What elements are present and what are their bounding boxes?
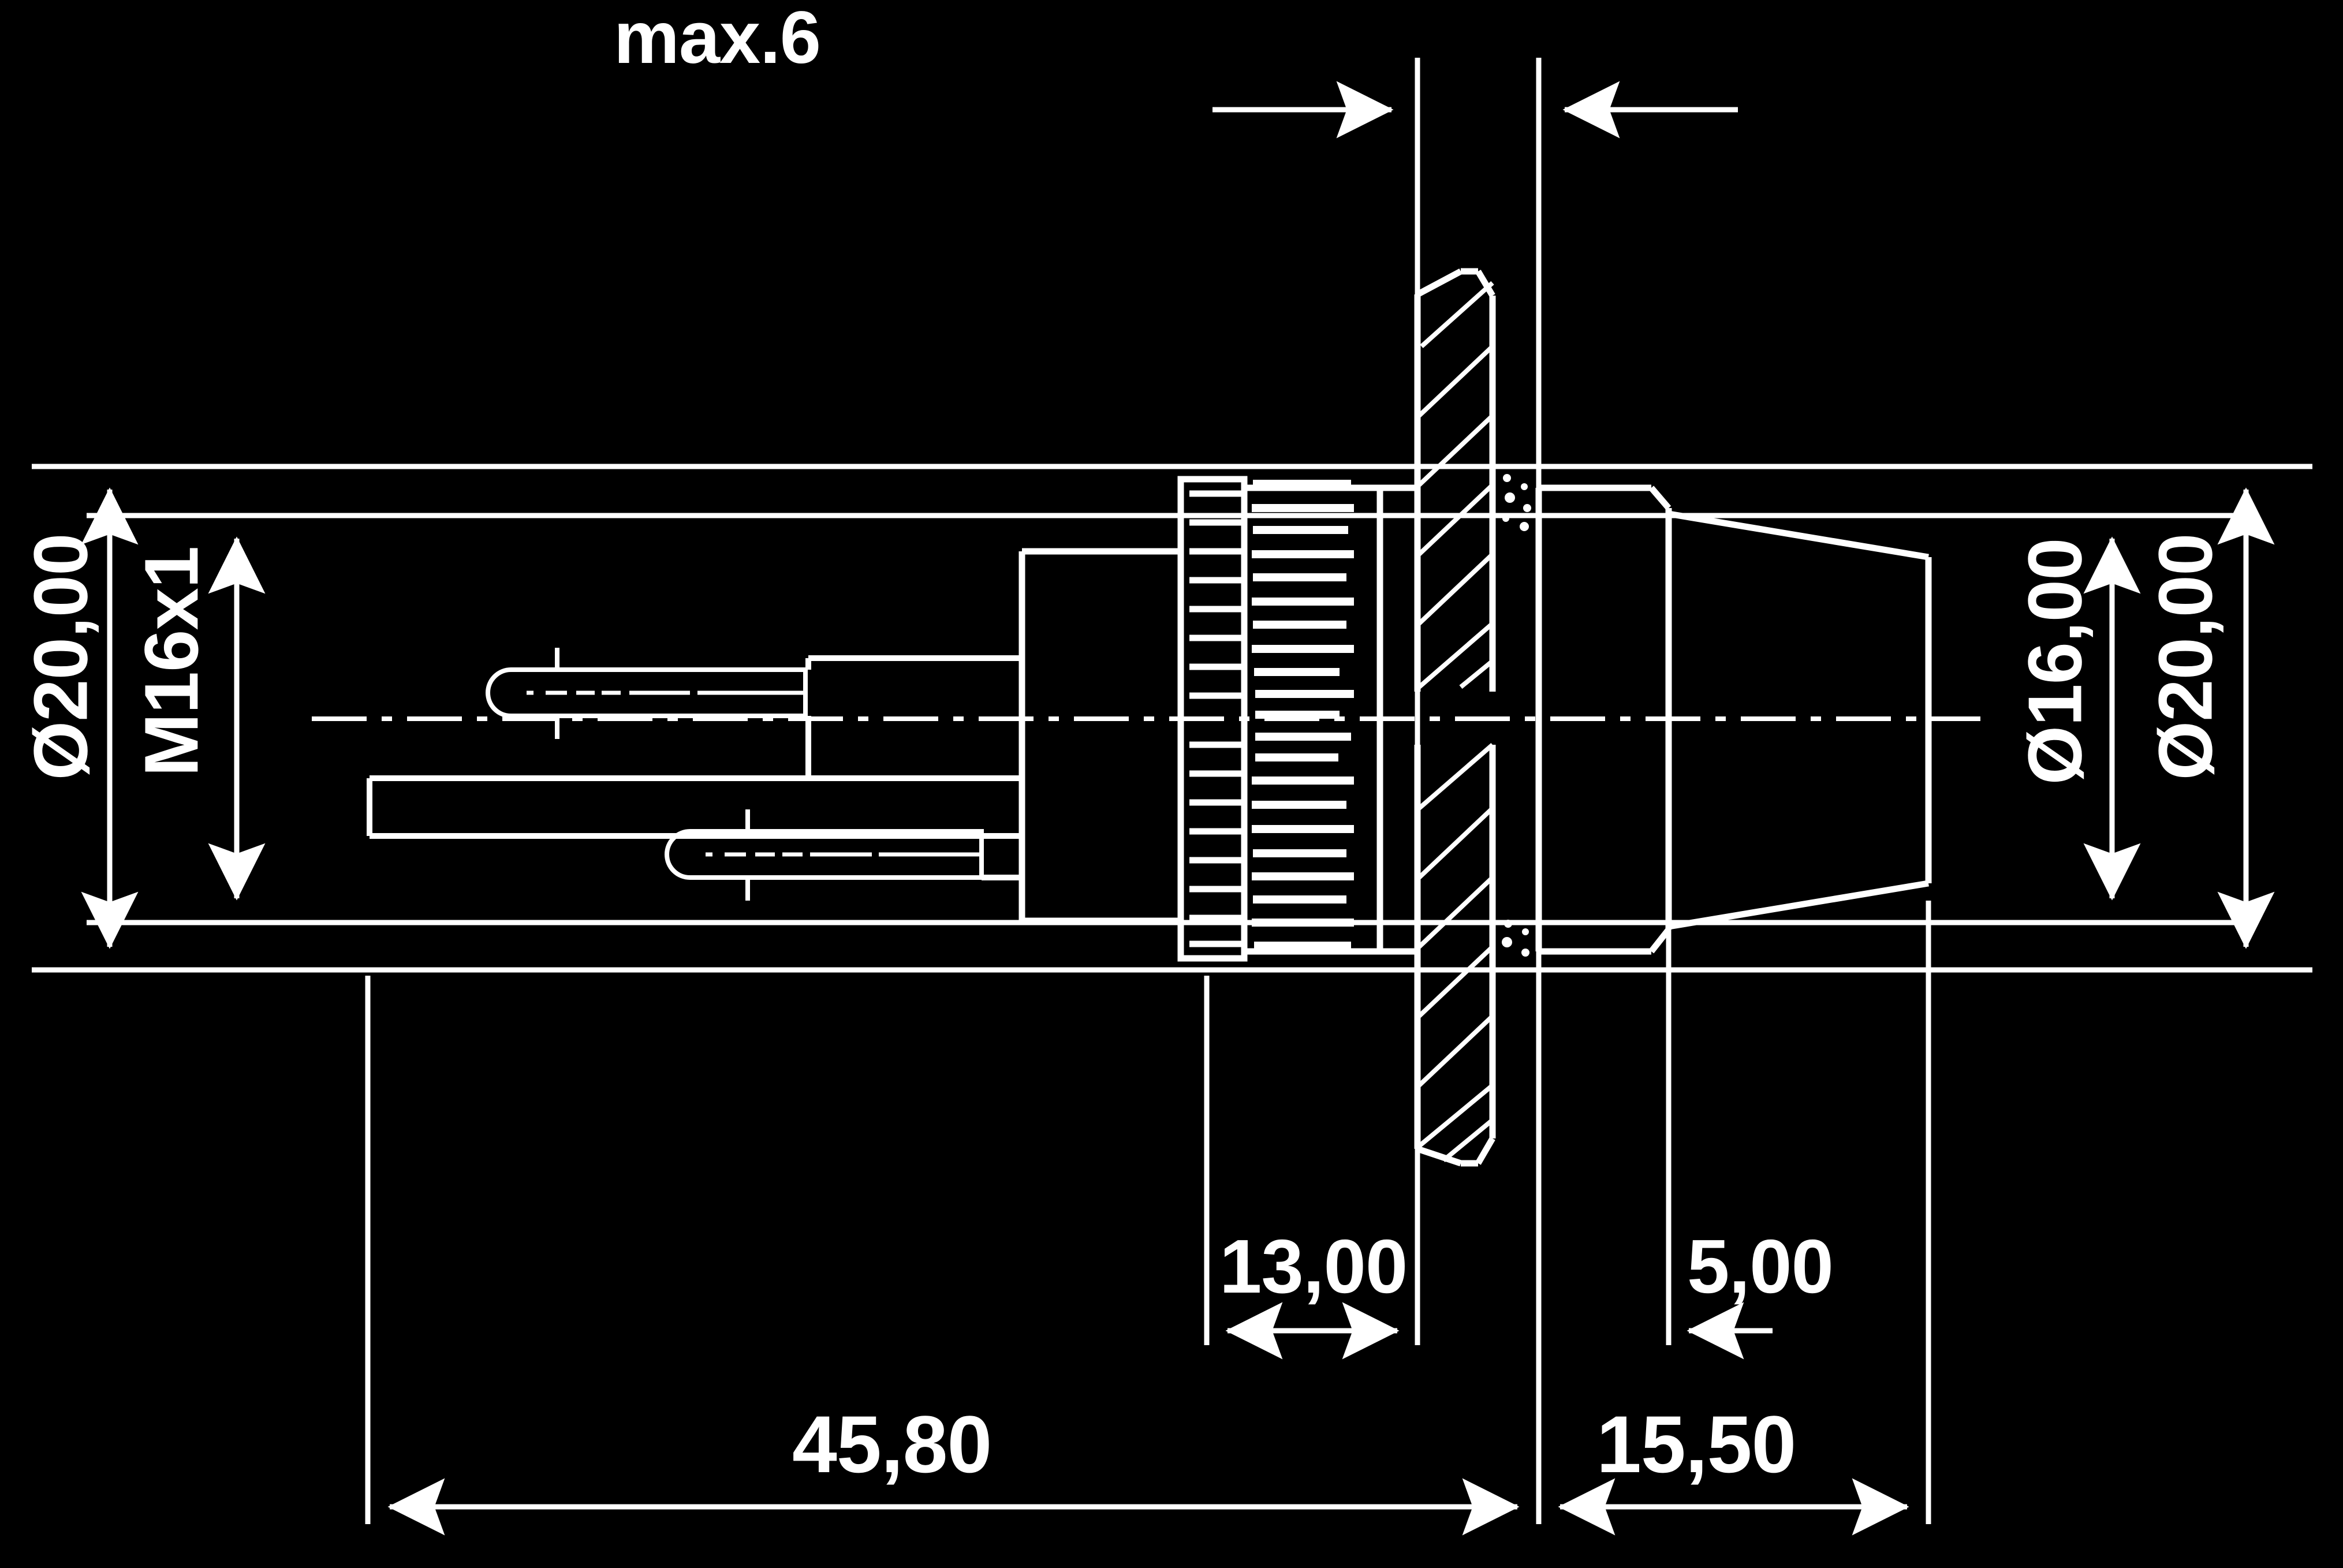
- knurled-nut-teeth: [1252, 480, 1354, 950]
- dim-label-dia20-right: Ø20,00: [2143, 533, 2228, 781]
- rear-housing-body: [367, 655, 1022, 880]
- lamp-body-cylinder: [1018, 548, 1181, 924]
- knurled-nut-knurling: [1189, 490, 1241, 947]
- dim-label-5: 5,00: [1687, 1224, 1834, 1309]
- threaded-shank: [1376, 484, 1417, 955]
- dim-label-45-80: 45,80: [792, 1399, 992, 1489]
- panel-stipple: [1502, 474, 1531, 957]
- extension-lines-vertical: [365, 58, 1931, 1524]
- dim-label-dia16-right: Ø16,00: [2012, 538, 2098, 785]
- lens-cone: [1665, 510, 1932, 930]
- dim-label-13: 13,00: [1219, 1224, 1408, 1309]
- dim-label-max6: max.6: [614, 0, 821, 79]
- dim-label-dia20-left: Ø20,00: [18, 533, 103, 781]
- dim-label-15-50: 15,50: [1596, 1399, 1796, 1489]
- terminal-pin-upper: [486, 648, 808, 739]
- extension-lines-horizontal: [32, 464, 2312, 973]
- dim-label-m16x1: M16x1: [129, 546, 214, 777]
- panel-hatching: [1417, 281, 1494, 1163]
